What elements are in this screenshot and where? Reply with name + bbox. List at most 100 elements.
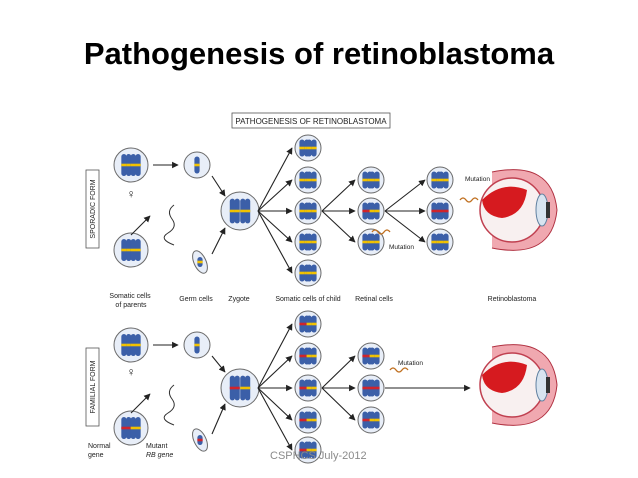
eyes-layer bbox=[479, 169, 558, 426]
gene-band bbox=[431, 240, 437, 244]
gene-band bbox=[197, 260, 203, 264]
gene-band bbox=[374, 418, 380, 422]
tumor-precursor-cell bbox=[426, 197, 454, 225]
retinal-cell bbox=[357, 166, 385, 194]
gene-band bbox=[229, 386, 235, 390]
gene-band bbox=[245, 386, 251, 390]
arrow-zygote-to-child-familial bbox=[257, 355, 293, 389]
gene-band bbox=[299, 178, 305, 182]
arrow-child-to-retinal bbox=[321, 179, 356, 212]
arrow-parent-to-sperm bbox=[130, 215, 151, 236]
gene-band bbox=[229, 209, 235, 213]
tumor-precursor-cell bbox=[426, 228, 454, 256]
gene-band bbox=[194, 343, 200, 347]
gene-band bbox=[234, 209, 240, 213]
eye-sporadic bbox=[479, 169, 558, 251]
pupil bbox=[546, 202, 550, 218]
gene-band bbox=[362, 386, 368, 390]
mutation-squiggle-second bbox=[459, 197, 479, 203]
familial-label-box bbox=[85, 347, 100, 427]
sperm-tail bbox=[163, 204, 175, 246]
familial-label: FAMILIAL FORM bbox=[90, 360, 97, 413]
gene-band bbox=[306, 354, 312, 358]
retinal-cell-familial bbox=[357, 406, 385, 434]
gene-band bbox=[311, 322, 317, 326]
gene-band bbox=[299, 240, 305, 244]
gene-band bbox=[240, 209, 246, 213]
gene-band bbox=[299, 448, 305, 452]
arrow-zygote-to-child-familial bbox=[257, 323, 293, 389]
mutation-label-retinal-sporadic: Mutation bbox=[389, 244, 414, 251]
child-somatic-cell-familial bbox=[294, 342, 322, 370]
cell-membrane bbox=[220, 191, 260, 231]
germ-cell-sperm bbox=[163, 204, 208, 274]
mutation-label-familial: Mutation bbox=[398, 360, 423, 367]
child-somatic-cell-familial bbox=[294, 436, 322, 464]
gene-band bbox=[135, 163, 141, 167]
gene-band bbox=[306, 209, 312, 213]
arrow-retinal-to-tumor-cell bbox=[384, 210, 426, 243]
gene-band bbox=[311, 209, 317, 213]
gene-band bbox=[306, 418, 312, 422]
gene-band bbox=[245, 209, 251, 213]
parent-cell-normal bbox=[113, 147, 149, 183]
gene-band bbox=[234, 386, 240, 390]
gene-band bbox=[369, 418, 375, 422]
gene-band bbox=[197, 438, 203, 442]
arrow-zygote-to-child bbox=[257, 210, 293, 243]
stage-label-parents: Somatic cells of parents bbox=[109, 293, 152, 309]
gene-band bbox=[306, 178, 312, 182]
gene-band bbox=[299, 209, 305, 213]
normal-gene-label: Normal gene bbox=[88, 443, 113, 459]
mutation-squiggle-retinal bbox=[371, 229, 391, 235]
gene-band bbox=[443, 178, 449, 182]
gene-band bbox=[431, 209, 437, 213]
child-somatic-cell-familial bbox=[294, 374, 322, 402]
gene-band bbox=[311, 178, 317, 182]
gene-band bbox=[126, 426, 132, 430]
retinal-cell-familial bbox=[357, 342, 385, 370]
sperm-tail bbox=[163, 384, 175, 426]
gene-band bbox=[306, 448, 312, 452]
gene-band bbox=[299, 271, 305, 275]
gene-band bbox=[369, 240, 375, 244]
parent-cell-normal-2 bbox=[113, 232, 149, 268]
eye-familial bbox=[479, 344, 558, 426]
gene-band bbox=[311, 354, 317, 358]
gene-band bbox=[130, 426, 136, 430]
parent-cell-familial bbox=[113, 327, 149, 363]
gene-band bbox=[369, 386, 375, 390]
tumor-mass bbox=[482, 361, 527, 393]
mutation-label-tumor-sporadic: Mutation bbox=[465, 176, 490, 183]
gene-band bbox=[311, 386, 317, 390]
gene-band bbox=[311, 448, 317, 452]
gene-band bbox=[369, 178, 375, 182]
zygote-cell-sporadic bbox=[220, 191, 260, 231]
gene-band bbox=[306, 240, 312, 244]
arrow-egg-to-zygote-familial bbox=[211, 355, 226, 373]
arrow-zygote-to-child-familial bbox=[257, 387, 293, 421]
gene-band bbox=[362, 418, 368, 422]
gene-band bbox=[240, 386, 246, 390]
tumor-precursor-cell bbox=[426, 166, 454, 194]
slide-footer: CSPHCS July-2012 bbox=[270, 450, 367, 462]
tumor-mass bbox=[482, 186, 527, 218]
arrow-zygote-to-child-familial bbox=[257, 387, 293, 451]
arrow-sperm-to-zygote-familial bbox=[211, 403, 226, 435]
gene-band bbox=[362, 354, 368, 358]
gene-band bbox=[121, 343, 127, 347]
female-symbol: ♀ bbox=[127, 187, 136, 201]
arrow-zygote-to-child bbox=[257, 210, 293, 274]
gene-band bbox=[121, 426, 127, 430]
retinal-cell bbox=[357, 228, 385, 256]
gene-band bbox=[126, 163, 132, 167]
cell-membrane bbox=[220, 368, 260, 408]
gene-band bbox=[306, 322, 312, 326]
gene-band bbox=[438, 240, 444, 244]
gene-band bbox=[135, 343, 141, 347]
arrow-child-to-retinal bbox=[321, 210, 356, 243]
gene-band bbox=[130, 343, 136, 347]
gene-band bbox=[130, 163, 136, 167]
mutant-gene-label: Mutant RB gene bbox=[146, 443, 173, 459]
arrow-egg-to-zygote bbox=[211, 175, 226, 197]
